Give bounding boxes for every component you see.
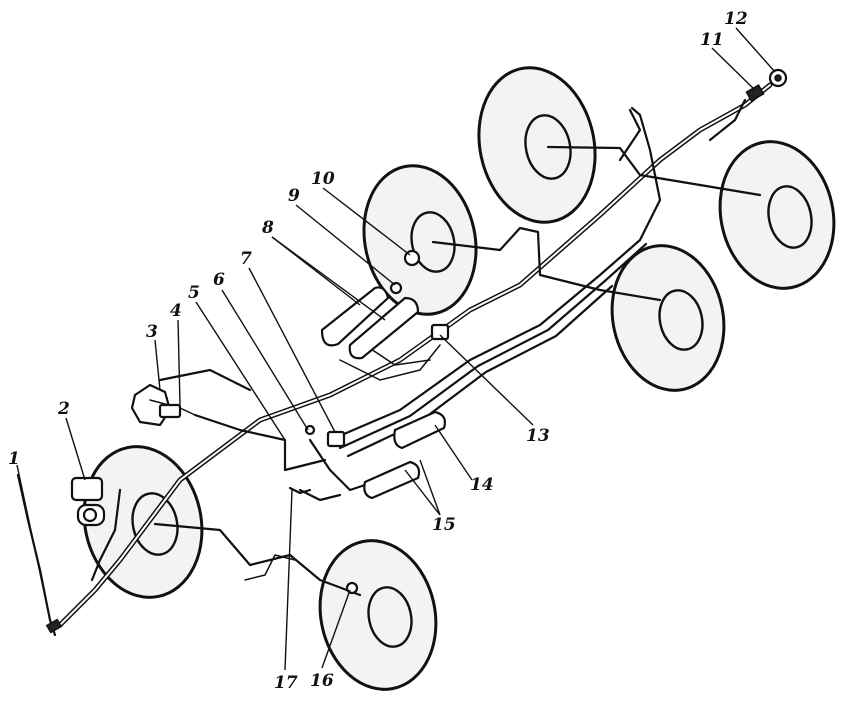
callout-11: 11 [700,30,724,50]
part-8-receivers [320,286,420,360]
callout-12: 12 [724,9,748,29]
part-16-chamber [345,581,359,595]
part-12-coupling-head [768,68,788,88]
callout-15: 15 [432,515,456,535]
callout-8: 8 [261,218,274,238]
callout-17: 17 [274,673,298,693]
part-9-fitting [389,281,403,295]
part-15-chamber [363,460,421,500]
part-7-valve [326,430,346,448]
part-11-coupling [745,84,765,102]
part-6-valve [304,424,316,436]
part-2-compressor [70,476,106,527]
callout-14: 14 [470,475,494,495]
callout-3: 3 [146,322,158,342]
callout-10: 10 [311,169,335,189]
wheel-front-right [318,539,438,691]
callout-4: 4 [170,301,182,321]
part-17-junction [288,486,312,495]
callout-1: 1 [8,449,20,469]
callout-9: 9 [288,186,300,206]
callout-7: 7 [240,249,252,269]
callout-13: 13 [526,426,550,446]
callout-6: 6 [213,270,225,290]
part-13-valve [430,323,450,341]
part-14-chamber [393,410,447,450]
wheel-middle-right [610,244,726,392]
wheel-rear-left [477,66,597,224]
callout-5: 5 [188,283,200,303]
wheel-middle-left [362,164,478,316]
wheel-rear-right [718,140,836,290]
callout-2: 2 [57,399,70,419]
leader-lines [16,27,776,671]
callout-labels: 1 2 3 4 5 6 7 8 9 10 11 12 13 14 15 16 1… [8,9,748,693]
callout-16: 16 [310,671,334,691]
part-3-4-brake-valve [130,383,196,427]
